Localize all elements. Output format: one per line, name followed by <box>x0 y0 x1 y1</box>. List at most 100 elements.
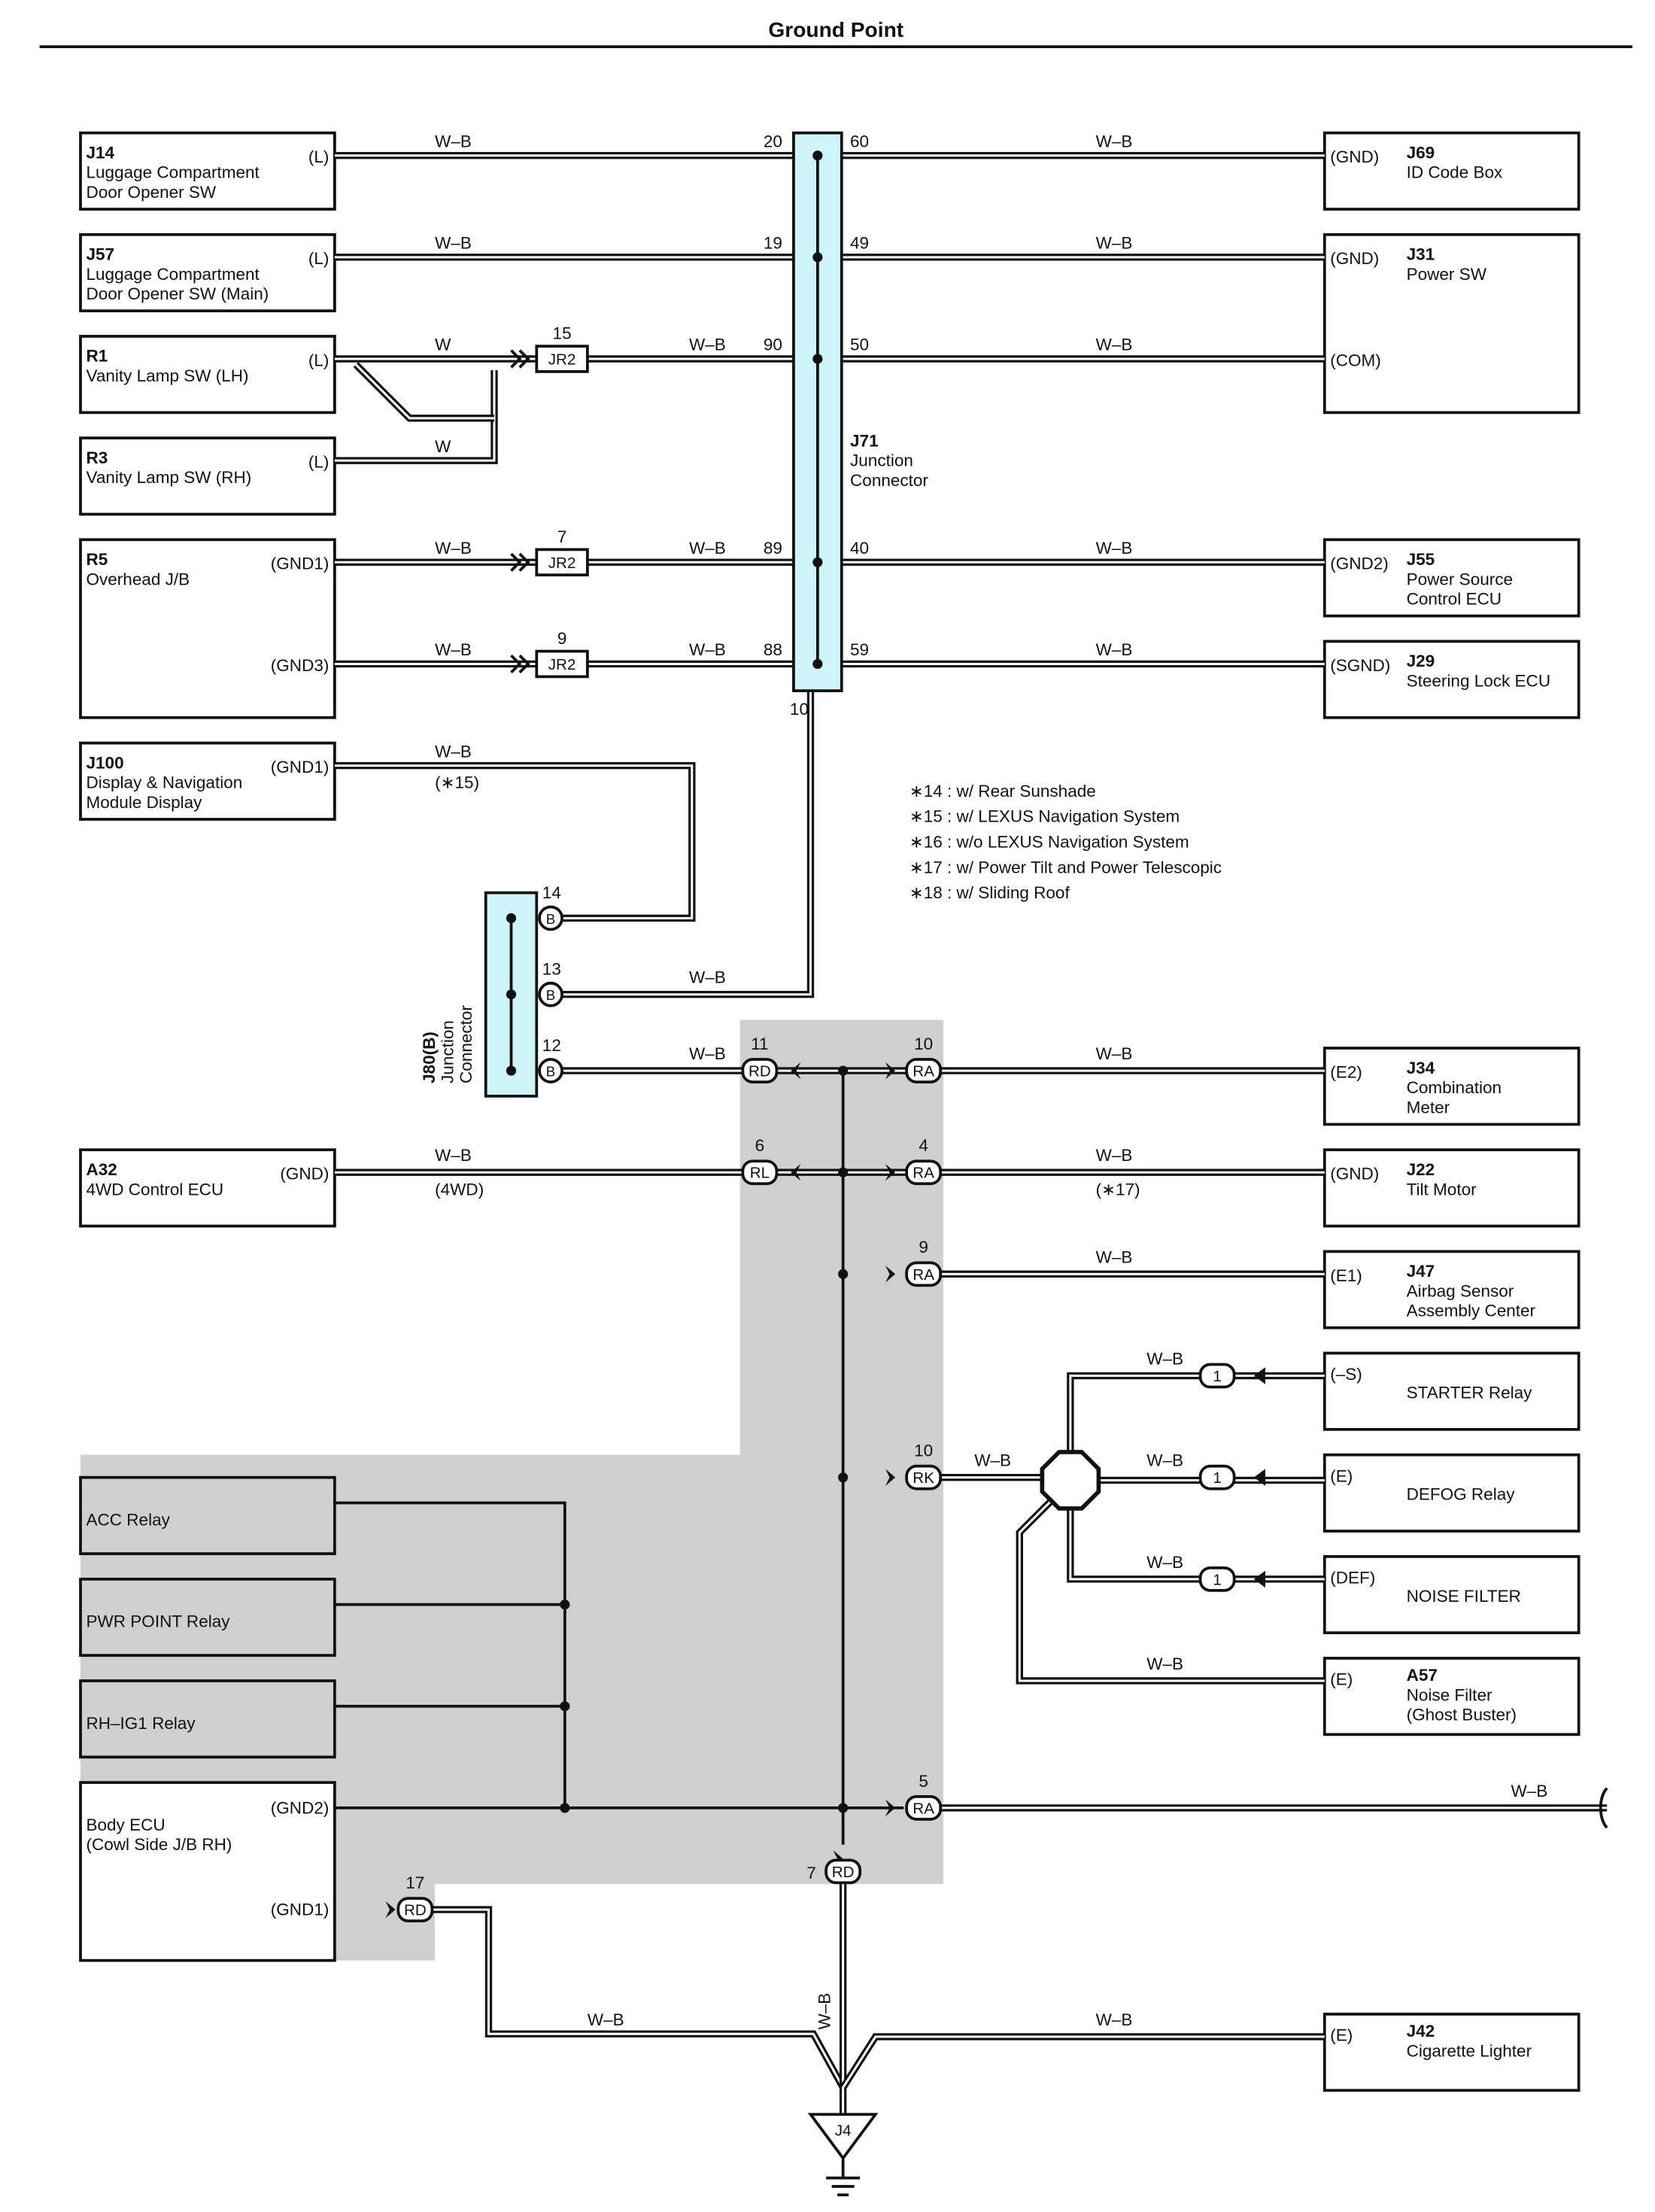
pin-J42: (E) <box>1330 2026 1353 2045</box>
wire-starter <box>1067 1372 1325 1452</box>
J71-splice-dot <box>812 658 823 670</box>
chevron-icon <box>885 1799 896 1817</box>
note-18: ∗18 : w/ Sliding Roof <box>909 883 1070 902</box>
connector-JR2 <box>535 649 589 679</box>
J80B-splice-dot <box>506 989 517 1000</box>
wire-label: W–B <box>435 640 472 659</box>
ground-label: J4 <box>835 2122 852 2139</box>
J71-splice-dot <box>812 252 823 263</box>
pin-J100: (GND1) <box>271 758 329 776</box>
wire-R3-core <box>334 370 496 462</box>
pin-starter-relay: (–S) <box>1330 1365 1362 1384</box>
pin-noise-filter: (DEF) <box>1330 1568 1375 1587</box>
wire-label: W–B <box>1511 1782 1548 1800</box>
name-J80B-2: Connector <box>457 1005 475 1083</box>
code-A57: A57 <box>1407 1666 1438 1685</box>
pin-body-ecu-gnd2: (GND2) <box>271 1798 329 1817</box>
connector-B-label: B <box>546 987 556 1003</box>
wire-body-ecu-gnd1-core <box>426 1908 844 2089</box>
code-J69: J69 <box>1407 143 1435 162</box>
chevron-icon <box>885 1266 896 1283</box>
name-rh-ig1-relay: RH–IG1 Relay <box>87 1714 196 1733</box>
code-J31: J31 <box>1407 245 1435 264</box>
note-14: ∗14 : w/ Rear Sunshade <box>909 782 1096 801</box>
name-J80B-1: Junction <box>439 1020 457 1083</box>
pin-number: 40 <box>850 539 869 558</box>
name-body-ecu-2: (Cowl Side J/B RH) <box>87 1835 232 1854</box>
pin-number: 88 <box>764 640 782 659</box>
wire-label: W <box>435 336 451 354</box>
connector-RA <box>905 1159 943 1186</box>
connector-JR2 <box>535 345 589 373</box>
name-starter-relay: STARTER Relay <box>1407 1384 1533 1402</box>
wire-noise-filter <box>1067 1508 1325 1583</box>
box-J55 <box>1322 538 1581 618</box>
wire-label: W–B <box>689 336 726 354</box>
box-A57 <box>1322 1657 1581 1736</box>
pin-number: 5 <box>919 1772 928 1791</box>
relay-splice-dot <box>560 1803 570 1813</box>
chevron-icon <box>385 1901 396 1919</box>
code-J22: J22 <box>1407 1160 1435 1179</box>
pin-number: 19 <box>764 234 782 253</box>
box-J42 <box>1322 2013 1581 2092</box>
pin-number: 50 <box>850 336 869 354</box>
wire-J42-ground <box>840 2033 1325 2090</box>
wire-label: W–B <box>1096 336 1133 354</box>
splice-dot <box>838 1167 849 1177</box>
pin-J31-com: (COM) <box>1330 351 1381 369</box>
name-noise-filter: NOISE FILTER <box>1407 1587 1521 1606</box>
name-A57-1: Noise Filter <box>1407 1685 1493 1704</box>
J71-splice-dot <box>812 557 823 567</box>
pin-number: 10 <box>790 700 809 719</box>
connector-RD <box>741 1058 779 1083</box>
pin-J55: (GND2) <box>1330 555 1389 573</box>
name-R1: Vanity Lamp SW (LH) <box>87 366 249 385</box>
code-J100: J100 <box>87 753 124 772</box>
connector-RD <box>824 1858 862 1885</box>
box-body-ecu <box>79 1781 336 1962</box>
name-J22: Tilt Motor <box>1407 1180 1477 1199</box>
name-R5: Overhead J/B <box>87 570 190 588</box>
wire-A57-core <box>1018 1499 1325 1682</box>
wire-label-vertical: W–B <box>815 1993 834 2030</box>
wire-continuation-mark <box>1599 1787 1608 1829</box>
pin-number: 49 <box>850 234 869 253</box>
box-J34 <box>1322 1047 1581 1126</box>
chevron-icon <box>1253 1469 1265 1486</box>
name-J34-2: Meter <box>1407 1098 1450 1117</box>
connector-RK <box>905 1464 943 1490</box>
code-R3: R3 <box>87 448 108 467</box>
note-17: ∗17 : w/ Power Tilt and Power Telescopic <box>909 858 1222 877</box>
chevron-arrows-icon <box>510 552 530 572</box>
wire-label: W–B <box>1146 1553 1183 1572</box>
J80B-splice-dot <box>506 1065 517 1076</box>
box-J29 <box>1322 640 1581 719</box>
wire-label: W <box>435 437 451 456</box>
relay-splice-dot <box>560 1600 570 1610</box>
wire-label: W–B <box>1096 132 1133 150</box>
connector-RA-label: RA <box>913 1063 934 1080</box>
chevron-icon <box>1253 1367 1265 1384</box>
wire-label: W–B <box>1096 640 1133 659</box>
pin-number: 7 <box>557 527 567 546</box>
J71-splice-dot <box>812 354 823 364</box>
pin-A32: (GND) <box>280 1165 329 1183</box>
connector-JR2-label: JR2 <box>548 351 576 369</box>
wire-harness <box>334 151 1608 2115</box>
pin-number: 90 <box>764 336 782 354</box>
box-defog-relay <box>1322 1453 1581 1533</box>
pin-number: 12 <box>542 1036 561 1055</box>
wire-label: W–B <box>974 1451 1011 1470</box>
connector-RA-label: RA <box>913 1165 934 1182</box>
name-J69: ID Code Box <box>1407 163 1503 182</box>
pin-number: 17 <box>405 1873 424 1892</box>
connector-B-label: B <box>546 911 556 927</box>
pin-number: 9 <box>557 629 567 648</box>
pin-number: 60 <box>850 132 869 150</box>
wire-label: W–B <box>435 1146 472 1165</box>
box-R5 <box>79 538 336 719</box>
wire-label: W–B <box>1146 1451 1183 1470</box>
wire-label: W–B <box>689 968 726 987</box>
